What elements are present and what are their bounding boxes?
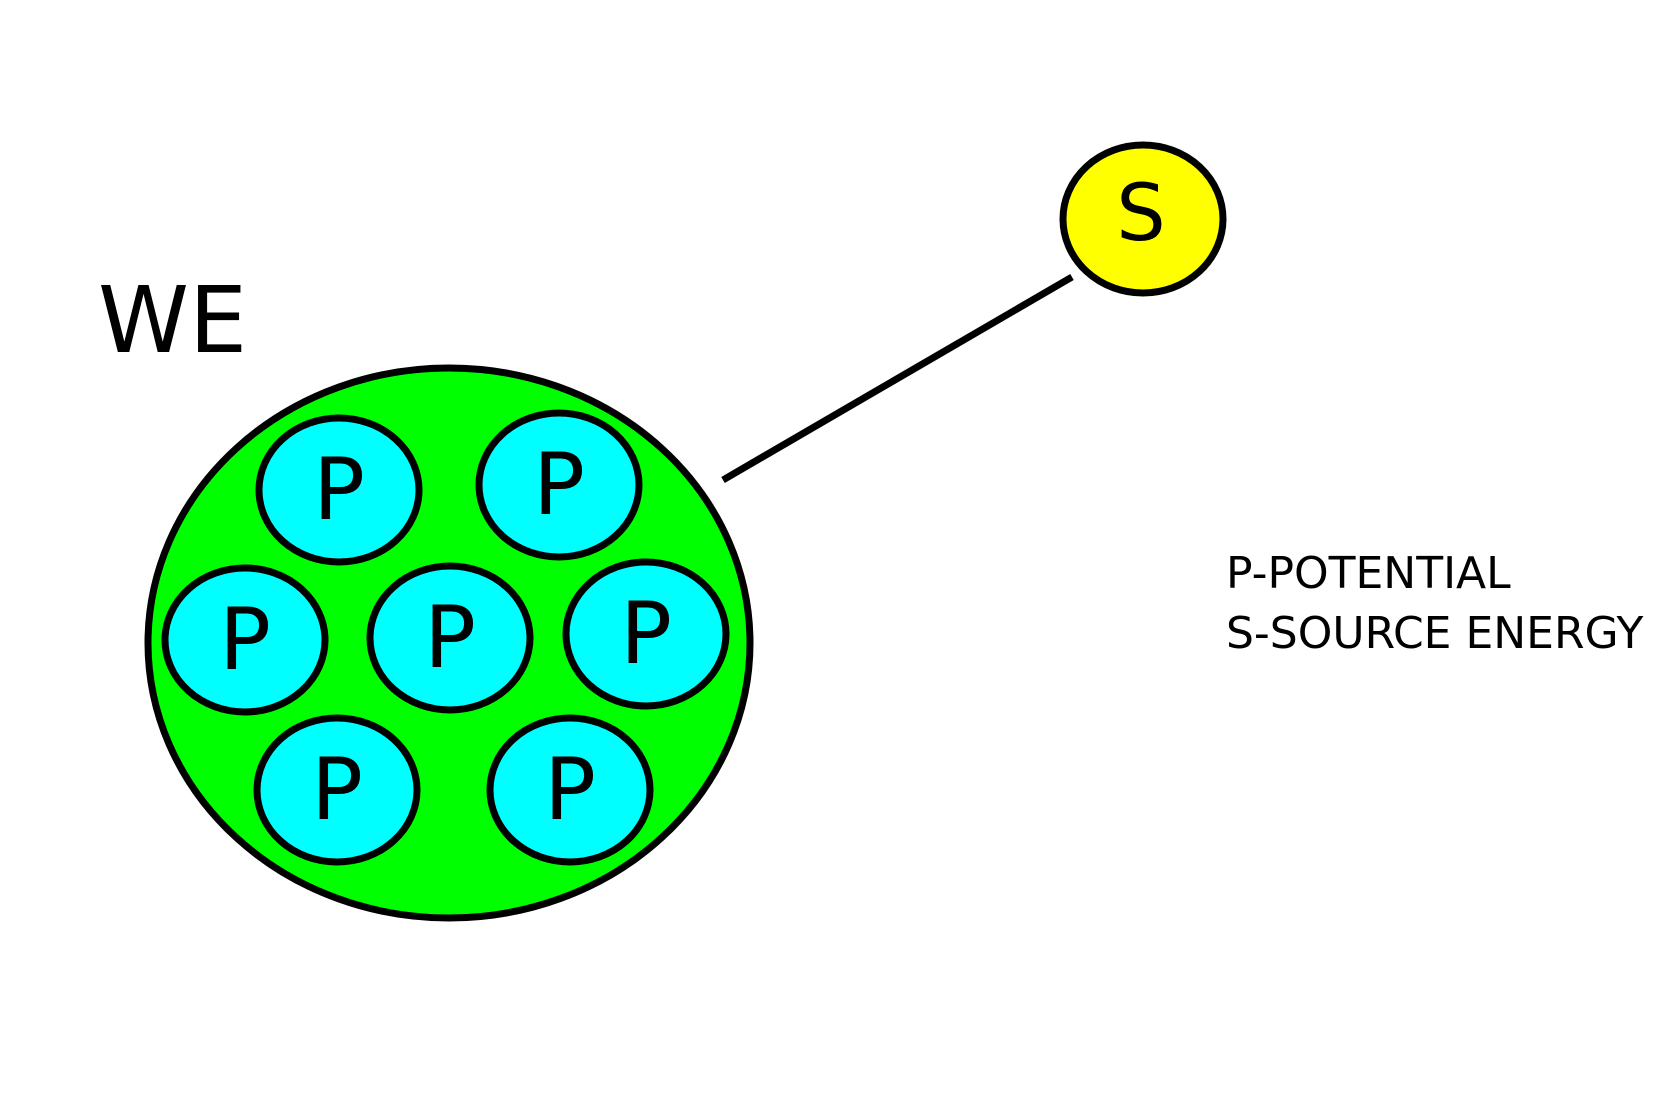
potential-label: P <box>544 740 596 840</box>
potential-node: P <box>253 714 421 866</box>
connector-line <box>721 273 1074 484</box>
group-label: WE <box>98 267 247 374</box>
source-node: S <box>1059 141 1227 297</box>
legend: P-POTENTIAL S-SOURCE ENERGY <box>1226 548 1643 659</box>
potential-label: P <box>620 584 672 684</box>
potential-node: P <box>486 714 654 866</box>
legend-potential: P-POTENTIAL <box>1226 548 1511 599</box>
potential-node: P <box>255 414 423 566</box>
potential-node: P <box>562 558 730 710</box>
potential-label: P <box>219 590 271 690</box>
source-label: S <box>1116 169 1166 259</box>
potential-label: P <box>533 435 585 535</box>
legend-source: S-SOURCE ENERGY <box>1226 608 1643 659</box>
potential-label: P <box>313 440 365 540</box>
potential-node: P <box>475 409 643 561</box>
potential-label: P <box>311 740 363 840</box>
potential-node: P <box>366 562 534 714</box>
potential-node: P <box>161 564 329 716</box>
potential-label: P <box>424 588 476 688</box>
